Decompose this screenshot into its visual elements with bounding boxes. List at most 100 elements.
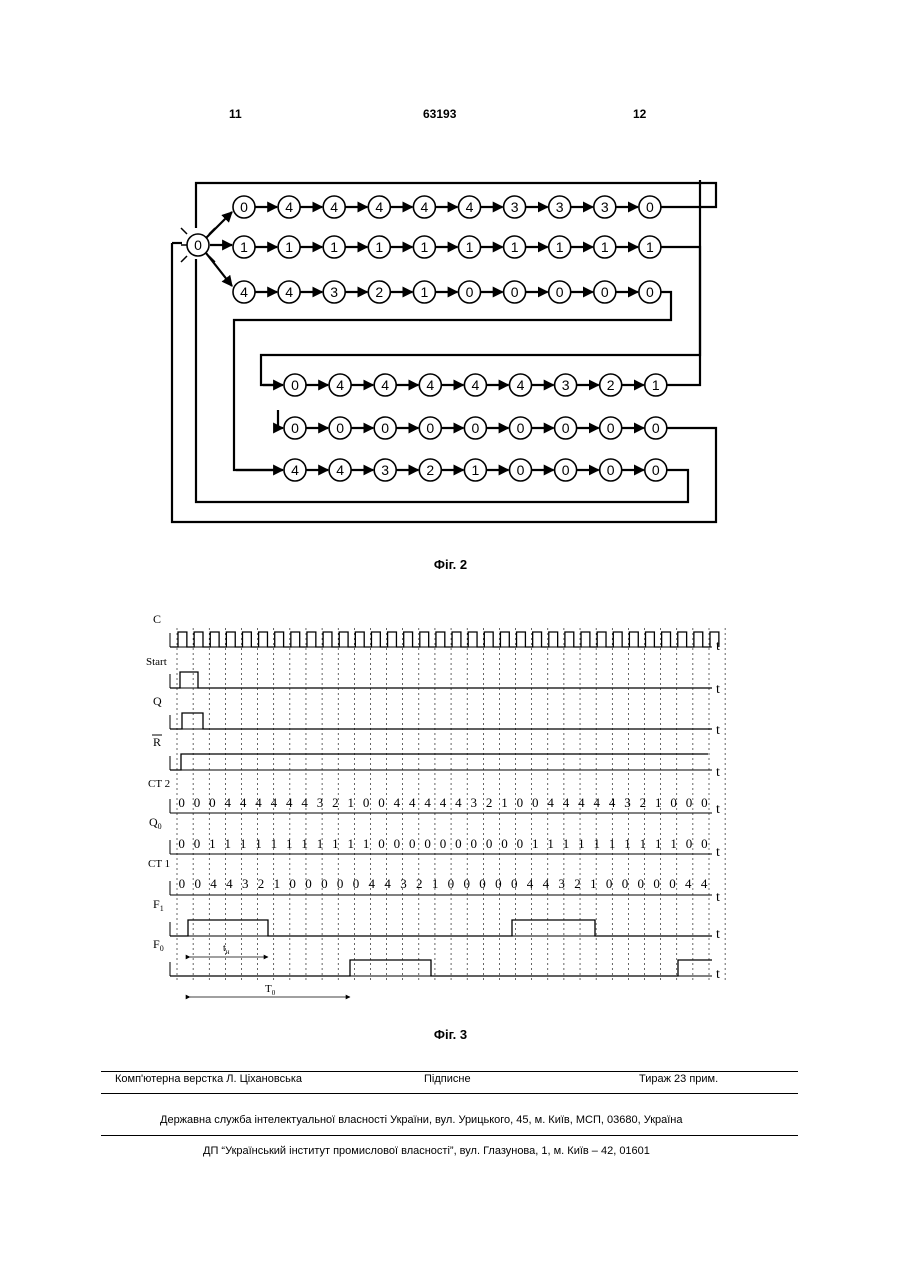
q0-value: 1 <box>225 836 232 851</box>
signal-label-start: Start <box>146 656 167 668</box>
q0-value: 0 <box>409 836 416 851</box>
q0-value: 0 <box>394 836 401 851</box>
ct1-value: 4 <box>384 876 391 891</box>
q0-value: 1 <box>348 836 355 851</box>
ct1-value: 0 <box>638 876 645 891</box>
ct1-value: 0 <box>289 876 296 891</box>
footer-signed: Підписне <box>424 1073 471 1085</box>
footer-institute: ДП “Український інститут промислової вла… <box>203 1145 650 1157</box>
ct1-value: 2 <box>574 876 581 891</box>
ct2-value: 4 <box>563 795 570 810</box>
ct2-value: 0 <box>670 795 677 810</box>
time-label-q: t <box>716 723 720 738</box>
ct2-value: 4 <box>440 795 447 810</box>
fig3-time-labels: ttttttttt <box>716 639 720 982</box>
ct2-value: 0 <box>378 795 385 810</box>
ct2-value: 4 <box>301 795 308 810</box>
ct1-value: 0 <box>653 876 660 891</box>
ct2-value: 4 <box>255 795 262 810</box>
ct2-value: 1 <box>348 795 355 810</box>
ct2-value: 0 <box>686 795 693 810</box>
signal-label-ct1: CT 1 <box>148 858 170 870</box>
time-label-c: t <box>716 639 720 654</box>
ct1-value: 4 <box>210 876 217 891</box>
signal-label-ct2: CT 2 <box>148 778 170 790</box>
ct2-value: 4 <box>240 795 247 810</box>
time-label-ct2: t <box>716 802 720 817</box>
ct2-value: 4 <box>409 795 416 810</box>
q0-value: 0 <box>455 836 462 851</box>
q0-value: 0 <box>517 836 524 851</box>
q0-value: 1 <box>563 836 570 851</box>
q0-value: 1 <box>593 836 600 851</box>
ct1-value: 2 <box>258 876 265 891</box>
ct2-value: 4 <box>225 795 232 810</box>
ct1-value: 1 <box>432 876 439 891</box>
ct2-value: 4 <box>394 795 401 810</box>
footer-rule-bottom <box>101 1135 798 1136</box>
footer-rule-middle <box>101 1093 798 1094</box>
q0-value: 1 <box>578 836 585 851</box>
ct2-value: 2 <box>332 795 339 810</box>
wave-c <box>170 632 719 647</box>
ct1-value: 4 <box>369 876 376 891</box>
ct2-value: 0 <box>363 795 370 810</box>
ct1-value: 3 <box>400 876 407 891</box>
time-label-f0: t <box>716 967 720 982</box>
ct1-value: 0 <box>337 876 344 891</box>
ct2-value: 4 <box>578 795 585 810</box>
ct2-value: 4 <box>271 795 278 810</box>
ct1-value: 0 <box>622 876 629 891</box>
wave-q <box>170 713 712 729</box>
q0-value: 1 <box>209 836 216 851</box>
time-label-start: t <box>716 682 720 697</box>
footer-layout: Комп'ютерна верстка Л. Ціхановська <box>115 1073 302 1085</box>
ct2-value: 0 <box>532 795 539 810</box>
ct2-value: 4 <box>609 795 616 810</box>
footer-agency: Державна служба інтелектуальної власност… <box>160 1114 683 1126</box>
ct1-value: 0 <box>463 876 470 891</box>
fig3-caption: Фіг. 3 <box>0 1027 901 1042</box>
wave-f0 <box>170 960 712 976</box>
ct2-value: 1 <box>501 795 508 810</box>
signal-label-r: R <box>153 735 161 749</box>
q0-value: 1 <box>609 836 616 851</box>
q0-value: 1 <box>271 836 278 851</box>
q0-value: 0 <box>178 836 185 851</box>
ct1-value: 0 <box>321 876 328 891</box>
footer-print-run: Тираж 23 прим. <box>639 1073 718 1085</box>
wave-start <box>170 672 712 688</box>
ct2-value: 0 <box>178 795 185 810</box>
time-label-r: t <box>716 765 720 780</box>
time-label-ct1: t <box>716 890 720 905</box>
ct1-value: 4 <box>685 876 692 891</box>
ct1-value: 1 <box>274 876 281 891</box>
ct1-value: 4 <box>527 876 534 891</box>
ct1-value: 3 <box>242 876 249 891</box>
q0-value: 1 <box>640 836 647 851</box>
q0-value: 1 <box>317 836 324 851</box>
q0-value: 0 <box>470 836 477 851</box>
ct2-value: 0 <box>701 795 708 810</box>
signal-label-f0: F0 <box>153 937 164 953</box>
q0-value: 1 <box>301 836 308 851</box>
q0-value: 1 <box>240 836 247 851</box>
ct2-value: 3 <box>317 795 324 810</box>
ct1-value: 0 <box>179 876 186 891</box>
q0-value: 1 <box>286 836 293 851</box>
signal-label-f1: F1 <box>153 897 164 913</box>
ct1-value: 0 <box>479 876 486 891</box>
interval-tn-label: tн <box>223 943 230 956</box>
ct1-value: 0 <box>511 876 518 891</box>
ct2-value: 2 <box>640 795 647 810</box>
ct2-value: 0 <box>194 795 201 810</box>
ct2-value: 0 <box>517 795 524 810</box>
fig3-digit-rows: 0004444443210044444321004444432100000111… <box>178 795 707 891</box>
ct2-value: 0 <box>209 795 216 810</box>
q0-value: 1 <box>547 836 554 851</box>
q0-value: 1 <box>624 836 631 851</box>
ct2-value: 4 <box>286 795 293 810</box>
ct1-value: 1 <box>590 876 597 891</box>
ct1-value: 0 <box>448 876 455 891</box>
ct2-value: 4 <box>593 795 600 810</box>
